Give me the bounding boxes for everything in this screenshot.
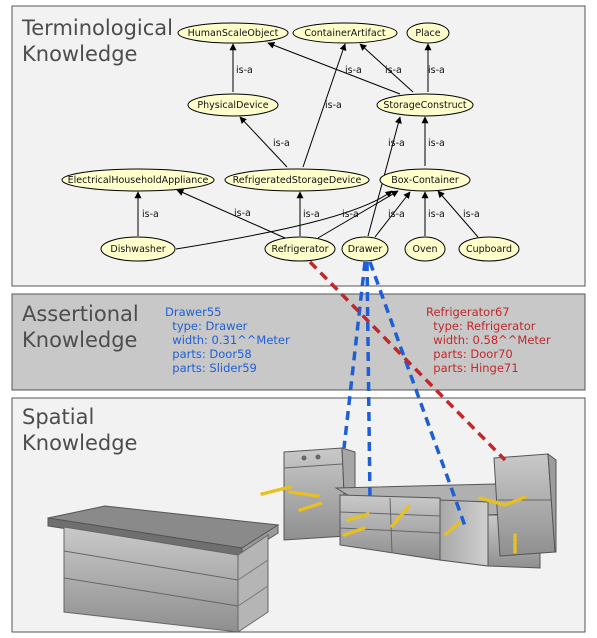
node-electricalhouseholdappliance: ElectricalHouseholdAppliance	[61, 168, 215, 192]
node-label-dishwasher: Dishwasher	[110, 244, 165, 255]
assertion-drawer: Drawer55 type: Drawer width: 0.31^^Meter…	[165, 305, 290, 375]
refrigerator-class-to-instance-link	[308, 260, 507, 462]
edge-refrigeratedstoragedevice-physicaldevice	[239, 116, 288, 168]
node-boxcontainer: Box-Container	[379, 168, 471, 192]
assertion-drawer-line: width: 0.31^^Meter	[165, 333, 290, 347]
island-divider	[63, 550, 239, 581]
node-label-storageconstruct: StorageConstruct	[383, 100, 466, 111]
assertion-refrigerator-line: parts: Hinge71	[426, 361, 519, 375]
node-label-humanscaleobject: HumanScaleObject	[188, 28, 279, 39]
edge-storageconstruct-containerartifact	[359, 43, 414, 93]
node-containerartifact: ContainerArtifact	[292, 22, 398, 44]
node-physicaldevice: PhysicalDevice	[187, 93, 279, 117]
assertional-panel	[11, 293, 586, 391]
assertion-refrigerator-line: type: Refrigerator	[426, 319, 536, 333]
node-place: Place	[406, 22, 450, 44]
node-oven: Oven	[404, 236, 446, 262]
assertion-refrigerator-line: width: 0.58^^Meter	[426, 333, 551, 347]
spatial-title-line1: Spatial	[22, 405, 94, 429]
correspondence-links	[308, 260, 507, 527]
handle	[444, 520, 462, 536]
node-label-physicaldevice: PhysicalDevice	[197, 100, 268, 111]
handle	[260, 485, 292, 496]
oven-knob	[315, 454, 321, 460]
assertion-drawer-line: parts: Door58	[165, 347, 252, 361]
edge-label: is-a	[345, 65, 362, 76]
edge-label: is-a	[463, 209, 480, 220]
assertion-refrigerator-line: Refrigerator67	[426, 305, 510, 319]
edge-label: is-a	[428, 138, 445, 149]
island-divider	[237, 559, 269, 581]
edge-storageconstruct-humanscaleobject	[267, 42, 401, 95]
oven-panel-line	[283, 463, 343, 469]
assertion-drawer-line: Drawer55	[165, 305, 221, 319]
assertion-drawer-line: type: Drawer	[165, 319, 248, 333]
edge-label: is-a	[388, 209, 405, 220]
drawer-class-to-instance-link	[342, 261, 367, 449]
node-drawer: Drawer	[341, 236, 389, 262]
ontology-edges	[134, 42, 479, 250]
edge-refrigeratedstoragedevice-containerartifact	[302, 43, 347, 168]
handles	[260, 485, 527, 554]
handle	[503, 495, 527, 507]
node-label-electricalhouseholdappliance: ElectricalHouseholdAppliance	[68, 175, 209, 186]
node-label-place: Place	[415, 28, 440, 39]
drawer-class-to-instance-link	[365, 261, 372, 501]
edge-label: is-a	[236, 65, 253, 76]
assertion-drawer-line: parts: Slider59	[165, 361, 257, 375]
kitchen-island	[47, 505, 280, 633]
oven-knob	[301, 455, 307, 461]
assertion-refrigerator: Refrigerator67 type: Refrigerator width:…	[426, 305, 551, 375]
ontology-nodes: HumanScaleObject ContainerArtifact Place…	[61, 22, 520, 262]
node-label-oven: Oven	[413, 244, 438, 255]
fridge-side	[547, 452, 557, 553]
edge-dishwasher-boxcontainer	[175, 190, 393, 250]
node-dishwasher: Dishwasher	[100, 236, 176, 262]
handle	[390, 503, 412, 528]
edge-label: is-a	[325, 100, 342, 111]
handle	[478, 496, 507, 507]
handle	[342, 526, 366, 537]
island-divider	[63, 577, 239, 607]
edge-drawer-boxcontainer	[374, 191, 411, 238]
assertion-refrigerator-line: parts: Door70	[426, 347, 513, 361]
edge-cupboard-boxcontainer	[437, 190, 479, 238]
edge-refrigerator-electricalhouseholdappliance	[176, 189, 286, 239]
node-label-boxcontainer: Box-Container	[391, 175, 459, 186]
edge-label: is-a	[234, 208, 251, 219]
edge-label: is-a	[342, 209, 359, 220]
node-label-refrigerator: Refrigerator	[272, 244, 329, 255]
node-cupboard: Cupboard	[458, 236, 520, 262]
edge-label: is-a	[428, 209, 445, 220]
edge-label: is-a	[303, 209, 320, 220]
counter-divider	[339, 511, 441, 517]
handle	[288, 490, 320, 498]
island-side	[237, 534, 269, 633]
terminological-title-line2: Knowledge	[22, 42, 137, 66]
edge-refrigerator-boxcontainer	[317, 190, 399, 239]
edge-label: is-a	[428, 65, 445, 76]
edge-label: is-a	[273, 138, 290, 149]
assertional-title-line2: Knowledge	[22, 328, 137, 352]
island-divider	[237, 585, 269, 607]
assertional-title-line1: Assertional	[22, 302, 139, 326]
node-label-cupboard: Cupboard	[466, 244, 512, 255]
drawer-class-to-instance-link	[368, 261, 467, 527]
node-label-refrigeratedstoragedevice: RefrigeratedStorageDevice	[233, 175, 362, 186]
node-humanscaleobject: HumanScaleObject	[177, 22, 289, 44]
handle	[298, 501, 324, 512]
node-label-containerartifact: ContainerArtifact	[304, 28, 386, 39]
spatial-title-line2: Knowledge	[22, 431, 137, 455]
edge-label: is-a	[385, 65, 402, 76]
node-storageconstruct: StorageConstruct	[376, 93, 474, 117]
node-label-drawer: Drawer	[348, 244, 383, 255]
node-refrigeratedstoragedevice: RefrigeratedStorageDevice	[224, 168, 370, 192]
edge-labels: is-a is-a is-a is-a is-a is-a is-a is-a …	[142, 65, 480, 220]
terminological-title-line1: Terminological	[21, 16, 173, 40]
edge-label: is-a	[388, 138, 405, 149]
handle	[346, 512, 370, 522]
edge-label: is-a	[142, 209, 159, 220]
node-refrigerator: Refrigerator	[264, 236, 336, 262]
